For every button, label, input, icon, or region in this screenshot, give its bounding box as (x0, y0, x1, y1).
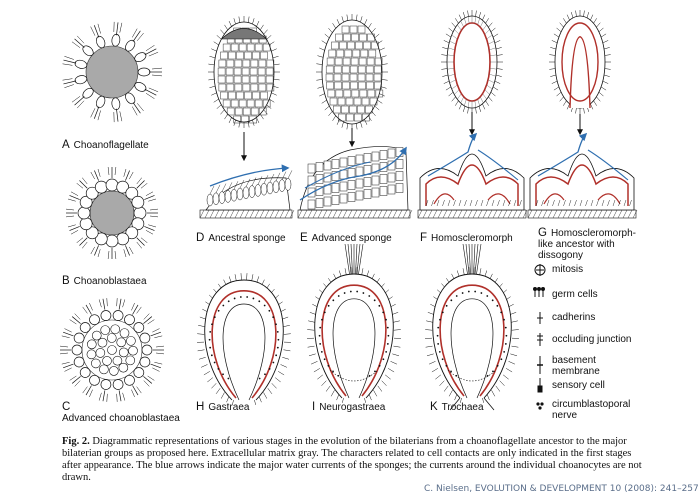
ancestral-sponge-drawing (199, 164, 295, 219)
panel-name: Gastraea (208, 402, 250, 413)
panel-name: Trochaea (441, 402, 484, 413)
panel-letter: K (430, 401, 438, 413)
legend-mitosis: mitosis (552, 264, 584, 275)
larva-f-drawing (441, 10, 503, 114)
choanoflagellate-drawing (62, 21, 163, 123)
larva-e-drawing (316, 14, 388, 130)
circumblastoporal-nerve-icon (536, 402, 544, 410)
larva-d-drawing (208, 16, 280, 128)
neurogastraea-drawing (307, 243, 401, 403)
panel-name: Ancestral sponge (208, 233, 286, 244)
legend-sensory-cell: sensory cell (552, 380, 605, 391)
panel-letter: E (300, 232, 308, 244)
gastraea-drawing (197, 273, 291, 405)
larva-g-drawing (549, 10, 611, 114)
mitosis-icon (534, 264, 546, 276)
advanced-choanoblastaea-drawing (59, 298, 165, 402)
panel-name: Advanced choanoblastaea (62, 413, 180, 424)
legend-occluding-junction: occluding junction (552, 334, 632, 345)
panel-letter: C (62, 401, 71, 413)
caption-text: Diagrammatic representations of various … (62, 436, 642, 483)
sensory-cell-icon (537, 378, 543, 393)
occluding-junction-icon (537, 333, 543, 346)
panel-letter: H (196, 401, 205, 413)
cadherins-icon (537, 312, 543, 324)
figure-label: Fig. 2. (62, 436, 90, 447)
homoscleromorph-drawing (417, 132, 528, 219)
development-arrows (241, 112, 583, 162)
panel-letter: G (538, 227, 547, 239)
germ-cells-icon (533, 287, 545, 297)
panel-name: Homoscleromorph (431, 233, 513, 244)
panel-name: Choanoblastaea (73, 276, 147, 287)
panel-letter: B (62, 275, 70, 287)
legend-cadherins: cadherins (552, 312, 596, 323)
panel-name: Neurogastraea (319, 402, 386, 413)
panel-letter: F (420, 232, 428, 244)
legend-germ-cells: germ cells (552, 289, 598, 300)
legend-icons (533, 264, 546, 410)
panel-name: Choanoflagellate (73, 140, 149, 151)
advanced-sponge-drawing (297, 146, 413, 219)
legend-circumblastoporal-nerve: circumblastoporal nerve (552, 399, 631, 421)
panel-letter: I (312, 401, 316, 413)
panel-letter: D (196, 232, 205, 244)
citation-credit: C. Nielsen, EVOLUTION & DEVELOPMENT 10 (… (424, 484, 699, 494)
figure-caption: Fig. 2. Diagrammatic representations of … (62, 436, 642, 484)
figure-drawing (59, 10, 638, 411)
panel-name: Homoscleromorph-like ancestor with disso… (538, 228, 636, 261)
trochaea-drawing (425, 243, 519, 411)
panel-letter: A (62, 139, 70, 151)
basement-membrane-icon (537, 356, 543, 374)
legend-basement-membrane: basement membrane (552, 355, 600, 377)
panel-name: Advanced sponge (311, 233, 392, 244)
homoscleromorph-like-drawing (527, 132, 638, 219)
choanoblastaea-drawing (65, 166, 159, 260)
